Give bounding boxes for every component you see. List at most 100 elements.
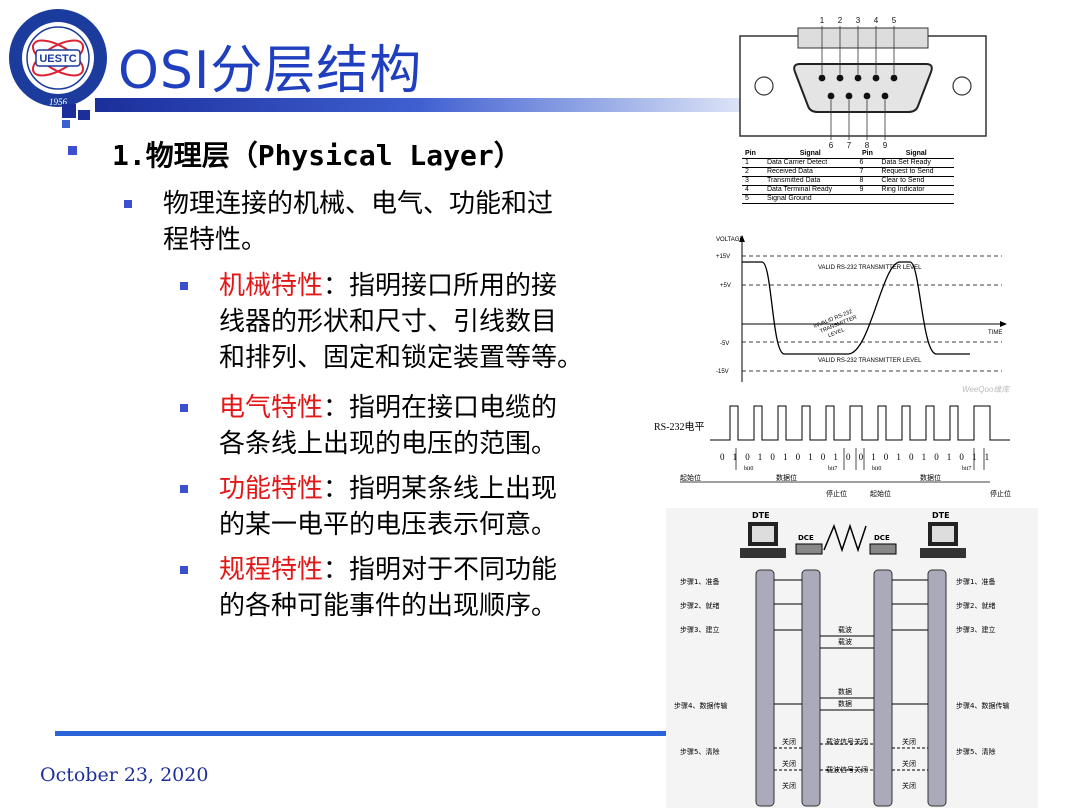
slide-date: October 23, 2020 xyxy=(40,764,209,786)
bullet-level3 xyxy=(180,404,188,412)
computer-icon xyxy=(740,522,786,558)
item-procedural: 规程特性：指明对于不同功能 xyxy=(219,552,557,588)
bit-value: 0 xyxy=(720,452,725,462)
term: 规程特性 xyxy=(219,555,324,585)
start-bit-label: 起始位 xyxy=(870,489,891,498)
slide-title: OSI分层结构 xyxy=(118,41,423,101)
dce-label: DCE xyxy=(874,534,890,542)
step-label: 步骤5、清除 xyxy=(680,747,719,756)
carrier-label: 载波 xyxy=(838,637,852,646)
cell: Transmitted Data xyxy=(763,176,857,186)
uestc-logo: UESTC 1956 xyxy=(6,6,110,110)
bit-value: 0 xyxy=(821,452,826,462)
bit-value: 0 xyxy=(959,452,964,462)
bullet-level3 xyxy=(180,566,188,574)
cell: Request to Send xyxy=(878,167,954,177)
tick-label: +5V xyxy=(720,283,731,289)
bit-value: 0 xyxy=(796,452,801,462)
step-label: 步骤4、数据传输 xyxy=(674,701,727,710)
cell: 4 xyxy=(742,185,764,195)
computer-icon xyxy=(920,522,966,558)
dce-label: DCE xyxy=(798,534,814,542)
bit7-label: bit7 xyxy=(828,466,837,472)
cell: 1 xyxy=(742,158,764,168)
bit-value: 0 xyxy=(745,452,750,462)
col-header: Signal xyxy=(878,150,954,159)
desc: ：指明某条线上出现 xyxy=(323,474,558,504)
data-bits-label: 数据位 xyxy=(920,473,941,482)
bit-value: 1 xyxy=(871,452,876,462)
bit0-label: bit0 xyxy=(744,466,753,472)
tick-label: +15V xyxy=(716,254,730,260)
bullet-level1 xyxy=(68,146,77,155)
cell: 2 xyxy=(742,167,764,177)
watermark: WeeQoo维库 xyxy=(962,385,1010,394)
close-label: 关闭 xyxy=(902,759,916,768)
pin-label: 7 xyxy=(847,141,852,148)
cell: Clear to Send xyxy=(878,176,954,186)
cell: Data Terminal Ready xyxy=(763,185,857,195)
bit-value: 1 xyxy=(808,452,813,462)
step-label: 步骤2、就绪 xyxy=(680,601,719,610)
stop-bit-label: 停止位 xyxy=(826,489,847,498)
rs232-level-label: RS-232电平 xyxy=(654,420,705,433)
tick-label: -15V xyxy=(716,369,729,375)
dte-dce-handshake-figure: DTE DTE DCE DCE 步骤1、准备 步骤2、就绪 步骤3、建立 步骤4 xyxy=(666,508,1038,808)
pin-label: 1 xyxy=(820,16,825,25)
carrier-label: 载波 xyxy=(838,625,852,634)
tick-label: -5V xyxy=(720,341,729,347)
cell: 9 xyxy=(856,185,879,195)
col-header: Pin xyxy=(856,150,879,159)
cell: Signal Ground xyxy=(763,194,857,204)
bit-value: 0 xyxy=(846,452,851,462)
desc: ：指明在接口电缆的 xyxy=(323,393,558,423)
pin-label: 8 xyxy=(865,141,870,148)
dte-label: DTE xyxy=(932,511,950,520)
pin-label: 4 xyxy=(874,16,879,25)
item-electrical: 电气特性：指明在接口电缆的 xyxy=(219,390,557,426)
invalid-level-label: LEVEL xyxy=(827,327,845,339)
data-label: 数据 xyxy=(838,687,852,696)
bit-value: 1 xyxy=(833,452,838,462)
bit-value: 1 xyxy=(896,452,901,462)
pin-label: 9 xyxy=(883,141,888,148)
heading-physical-layer: 1.物理层（Physical Layer） xyxy=(112,139,522,172)
bit-value: 1 xyxy=(947,452,952,462)
item-mechanical: 机械特性：指明接口所用的接 xyxy=(219,268,557,304)
step-label: 步骤3、建立 xyxy=(956,625,995,634)
cell: 8 xyxy=(856,176,879,186)
col-header: Signal xyxy=(763,150,857,159)
bit-value: 0 xyxy=(770,452,775,462)
step-label: 步骤1、准备 xyxy=(680,577,719,586)
pin-label: 6 xyxy=(829,141,834,148)
bit-value: 0 xyxy=(884,452,889,462)
y-axis-label: VOLTAGE xyxy=(716,237,743,243)
col-header: Pin xyxy=(742,150,764,159)
cell: Received Data xyxy=(763,167,857,177)
cell xyxy=(878,194,954,204)
bit-value: 1 xyxy=(733,452,738,462)
stop-bit-label: 停止位 xyxy=(990,489,1011,498)
bullet-level3 xyxy=(180,485,188,493)
bit-value: 0 xyxy=(909,452,914,462)
x-axis-label: TIME xyxy=(988,330,1002,336)
valid-level-label: VALID RS-232 TRANSMITTER LEVEL xyxy=(818,358,922,364)
cell: Data Set Ready xyxy=(878,158,954,168)
carrier-close-label: 载波信号关闭 xyxy=(826,765,868,774)
cell: 3 xyxy=(742,176,764,186)
dte-label: DTE xyxy=(752,511,770,520)
item-functional: 功能特性：指明某条线上出现 xyxy=(219,471,557,507)
pin-label: 5 xyxy=(892,16,897,25)
step-label: 步骤1、准备 xyxy=(956,577,995,586)
term: 电气特性 xyxy=(219,393,324,423)
rs232-waveform-figure: RS-232电平 0101010101001010101011 bit0 bit… xyxy=(650,400,1050,510)
logo-text: UESTC xyxy=(39,53,76,65)
title-underline-bar xyxy=(95,98,810,112)
valid-level-label: VALID RS-232 TRANSMITTER LEVEL xyxy=(818,265,922,271)
step-label: 步骤5、清除 xyxy=(956,747,995,756)
data-bits-label: 数据位 xyxy=(776,473,797,482)
